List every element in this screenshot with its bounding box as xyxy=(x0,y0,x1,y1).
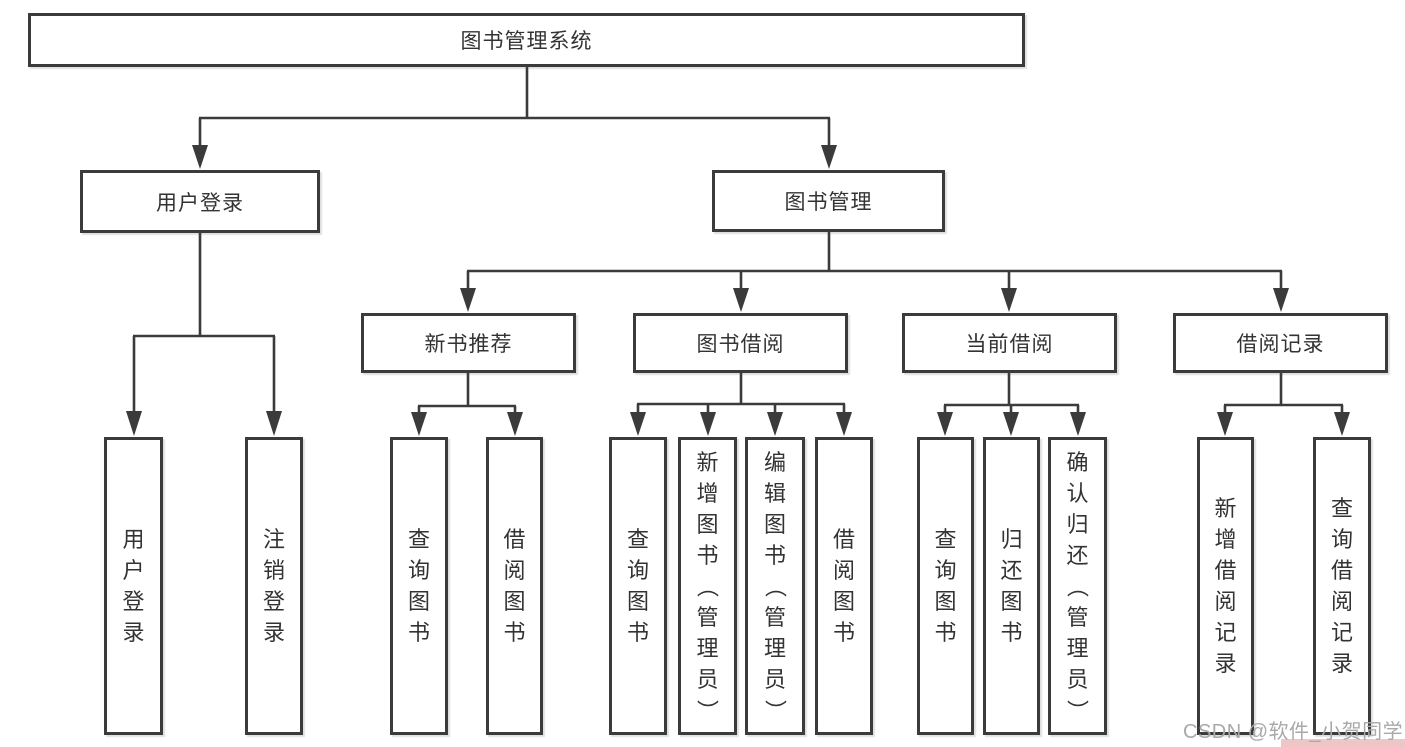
branch-user-login-label: 用户登录 xyxy=(156,191,244,215)
leaf-borrow-books-borrowing: 借阅图书 xyxy=(815,437,873,735)
leaf-logout-label: 注销登录 xyxy=(262,527,285,645)
branch-current-borrowing-label: 当前借阅 xyxy=(965,333,1054,356)
leaf-query-books-current-label: 查询图书 xyxy=(934,527,957,645)
root-box-library-management-system: 图书管理系统 xyxy=(28,13,1025,67)
branch-borrowing-records-label: 借阅记录 xyxy=(1236,333,1325,356)
leaf-query-borrow-record-label: 查询借阅记录 xyxy=(1330,496,1353,676)
leaf-logout: 注销登录 xyxy=(245,437,303,735)
leaf-return-books-label: 归还图书 xyxy=(1000,527,1023,645)
leaf-add-books-admin-label: 新增图书（管理员） xyxy=(694,449,720,722)
leaf-confirm-return-admin-label: 确认归还（管理员） xyxy=(1064,449,1090,722)
watermark-text: CSDN @软件_小贺同学 xyxy=(1183,721,1404,743)
branch-new-book-recommendation: 新书推荐 xyxy=(361,313,576,373)
leaf-return-books: 归还图书 xyxy=(983,437,1040,735)
branch-book-management-label: 图书管理 xyxy=(784,191,873,214)
leaf-borrow-books-recommend-label: 借阅图书 xyxy=(503,527,526,645)
branch-book-borrowing-label: 图书借阅 xyxy=(696,333,785,356)
tree-edges xyxy=(132,67,1344,413)
leaf-query-borrow-record: 查询借阅记录 xyxy=(1313,437,1371,735)
leaf-confirm-return-admin: 确认归还（管理员） xyxy=(1048,437,1107,735)
branch-user-login: 用户登录 xyxy=(80,170,320,233)
branch-borrowing-records: 借阅记录 xyxy=(1173,313,1388,373)
leaf-query-books-recommend: 查询图书 xyxy=(390,437,448,735)
leaf-query-books-current: 查询图书 xyxy=(917,437,974,735)
leaf-user-login-label: 用户登录 xyxy=(122,527,145,645)
leaf-user-login: 用户登录 xyxy=(104,437,163,735)
leaf-query-books-borrowing-label: 查询图书 xyxy=(626,527,649,645)
leaf-add-borrow-record: 新增借阅记录 xyxy=(1197,437,1254,735)
leaf-add-borrow-record-label: 新增借阅记录 xyxy=(1214,496,1237,676)
leaf-borrow-books-recommend: 借阅图书 xyxy=(486,437,543,735)
branch-book-borrowing: 图书借阅 xyxy=(633,313,848,373)
leaf-borrow-books-borrowing-label: 借阅图书 xyxy=(832,527,855,645)
branch-book-management: 图书管理 xyxy=(712,170,945,232)
leaf-edit-books-admin-label: 编辑图书（管理员） xyxy=(762,449,788,722)
branch-current-borrowing: 当前借阅 xyxy=(902,313,1117,373)
branch-new-book-recommendation-label: 新书推荐 xyxy=(424,333,513,356)
leaf-query-books-borrowing: 查询图书 xyxy=(609,437,667,735)
watermark-pink-strip xyxy=(1281,739,1405,747)
leaf-query-books-recommend-label: 查询图书 xyxy=(407,527,430,645)
root-label: 图书管理系统 xyxy=(460,30,593,53)
leaf-add-books-admin: 新增图书（管理员） xyxy=(678,437,737,735)
leaf-edit-books-admin: 编辑图书（管理员） xyxy=(745,437,805,735)
arrowhead-icons xyxy=(126,145,1350,436)
